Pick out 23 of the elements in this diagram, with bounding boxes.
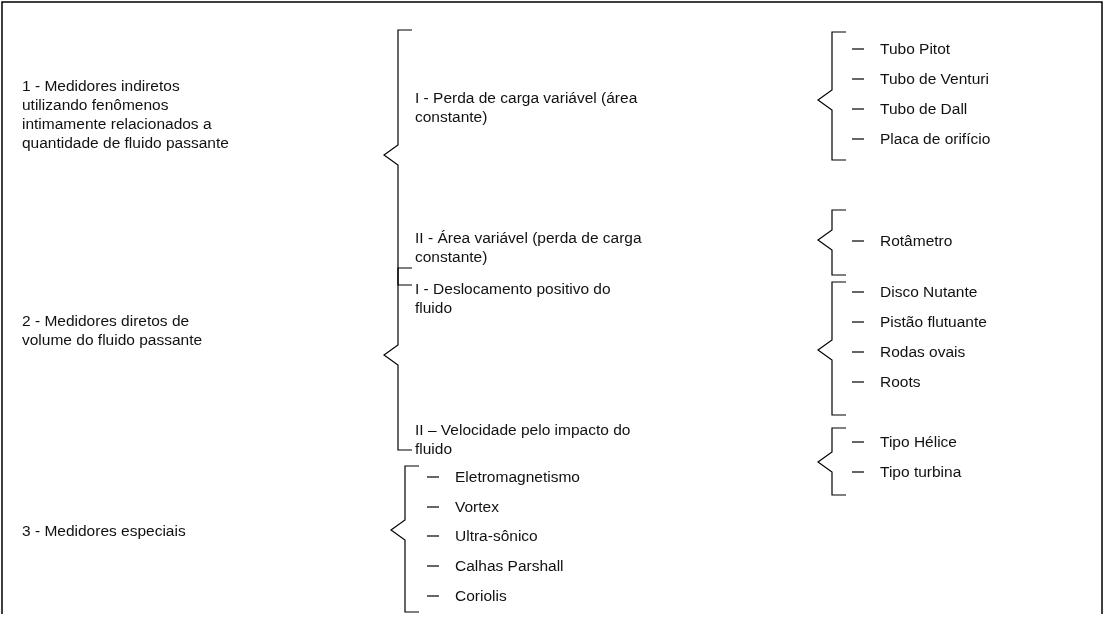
category-label: 3 - Medidores especiais: [22, 521, 187, 540]
item-label: Ultra-sônico: [455, 526, 539, 545]
item-label: Tubo de Dall: [880, 99, 969, 118]
item-label: Rodas ovais: [880, 342, 967, 361]
item-label: Calhas Parshall: [455, 556, 565, 575]
item-label: Placa de orifício: [880, 129, 992, 148]
subcategory-label: I - Deslocamento positivo do fluido: [415, 279, 612, 317]
category-label: 2 - Medidores diretos de volume do fluido passante: [22, 311, 204, 349]
item-label: Rotâmetro: [880, 231, 954, 250]
item-label: Tubo de Venturi: [880, 69, 990, 88]
item-label: Roots: [880, 372, 922, 391]
item-label: Tubo Pitot: [880, 39, 952, 58]
category-label: 1 - Medidores indiretos utilizando fenômenos intimamente relacionados a quantidade de fluido passante: [22, 76, 230, 152]
item-label: Tipo turbina: [880, 462, 963, 481]
item-label: Pistão flutuante: [880, 312, 988, 331]
item-label: Disco Nutante: [880, 282, 979, 301]
item-label: Coriolis: [455, 586, 508, 605]
subcategory-label: II – Velocidade pelo impacto do fluido: [415, 420, 632, 458]
item-label: Vortex: [455, 497, 500, 516]
subcategory-label: I - Perda de carga variável (área constante): [415, 88, 639, 126]
item-label: Eletromagnetismo: [455, 467, 581, 486]
item-label: Tipo Hélice: [880, 432, 958, 451]
subcategory-label: II - Área variável (perda de carga constante): [415, 228, 643, 266]
